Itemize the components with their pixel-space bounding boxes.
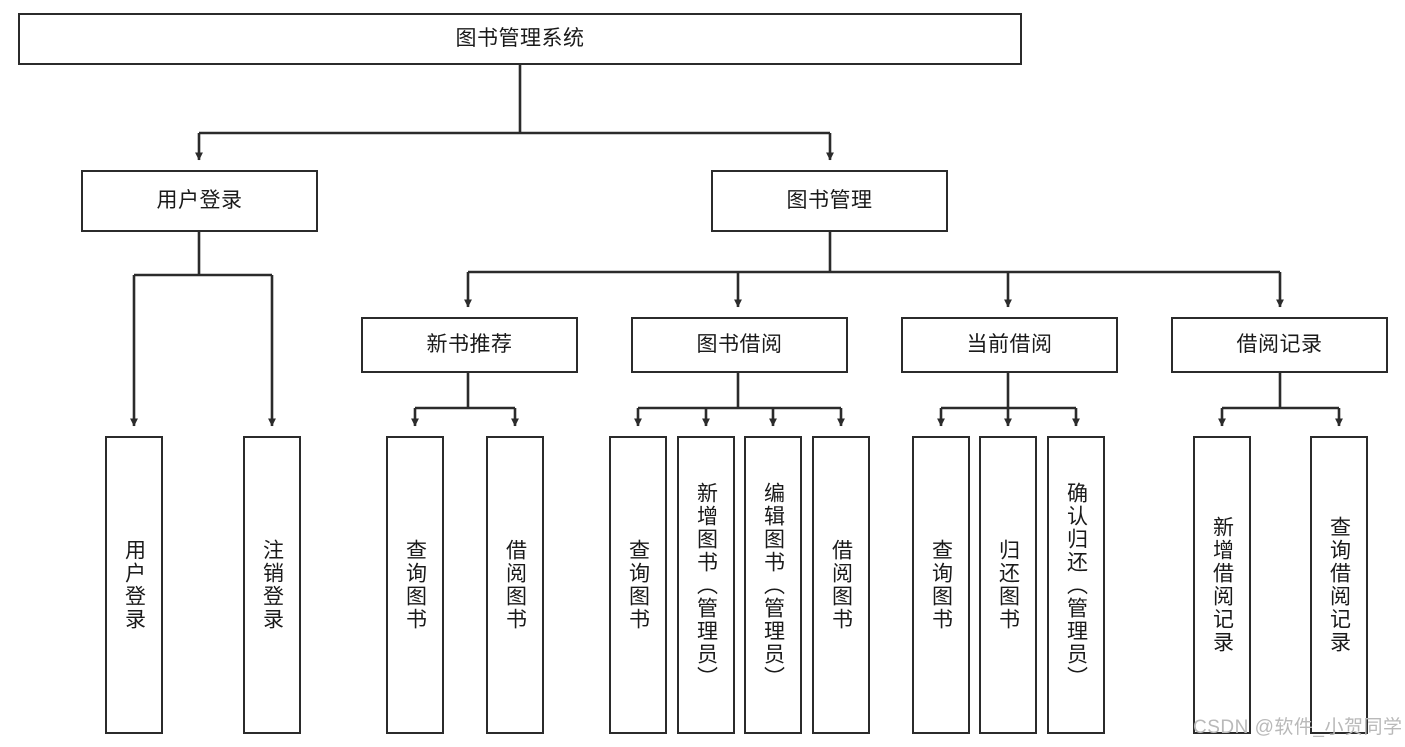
node-label: 查询借阅记录 <box>1327 516 1351 654</box>
node-leaf-user-login[interactable]: 用户登录 <box>105 436 163 734</box>
node-leaf-borrow-book-2[interactable]: 借阅图书 <box>812 436 870 734</box>
node-label: 查询图书 <box>929 539 953 631</box>
node-leaf-query-book-1[interactable]: 查询图书 <box>386 436 444 734</box>
node-new-book-recommend[interactable]: 新书推荐 <box>361 317 578 373</box>
node-leaf-confirm-return[interactable]: 确认归还（管理员） <box>1047 436 1105 734</box>
node-label: 归还图书 <box>996 539 1020 631</box>
node-label: 编辑图书（管理员） <box>761 481 785 689</box>
node-label: 借阅图书 <box>503 539 527 631</box>
node-label: 新增图书（管理员） <box>694 481 718 689</box>
node-root-system[interactable]: 图书管理系统 <box>18 13 1022 65</box>
node-leaf-query-book-3[interactable]: 查询图书 <box>912 436 970 734</box>
watermark-text: CSDN @软件_小贺同学 <box>1193 717 1403 738</box>
node-label: 确认归还（管理员） <box>1064 481 1088 689</box>
node-label: 图书借阅 <box>696 332 783 356</box>
node-label: 查询图书 <box>626 539 650 631</box>
node-label: 查询图书 <box>403 539 427 631</box>
node-label: 借阅图书 <box>829 539 853 631</box>
node-label: 图书管理系统 <box>455 26 585 50</box>
node-borrow-record[interactable]: 借阅记录 <box>1171 317 1388 373</box>
node-leaf-add-book[interactable]: 新增图书（管理员） <box>677 436 735 734</box>
node-book-manage[interactable]: 图书管理 <box>711 170 948 232</box>
node-label: 新增借阅记录 <box>1210 516 1234 654</box>
node-leaf-add-record[interactable]: 新增借阅记录 <box>1193 436 1251 734</box>
node-leaf-borrow-book-1[interactable]: 借阅图书 <box>486 436 544 734</box>
node-label: 用户登录 <box>156 188 243 212</box>
node-leaf-query-record[interactable]: 查询借阅记录 <box>1310 436 1368 734</box>
node-leaf-user-logout[interactable]: 注销登录 <box>243 436 301 734</box>
node-label: 图书管理 <box>786 188 873 212</box>
node-user-login[interactable]: 用户登录 <box>81 170 318 232</box>
node-leaf-return-book[interactable]: 归还图书 <box>979 436 1037 734</box>
node-leaf-query-book-2[interactable]: 查询图书 <box>609 436 667 734</box>
node-label: 用户登录 <box>122 539 146 631</box>
node-label: 借阅记录 <box>1236 332 1323 356</box>
node-book-borrow[interactable]: 图书借阅 <box>631 317 848 373</box>
node-label: 新书推荐 <box>426 332 513 356</box>
node-current-borrow[interactable]: 当前借阅 <box>901 317 1118 373</box>
node-label: 注销登录 <box>260 539 284 631</box>
node-leaf-edit-book[interactable]: 编辑图书（管理员） <box>744 436 802 734</box>
node-label: 当前借阅 <box>966 332 1053 356</box>
